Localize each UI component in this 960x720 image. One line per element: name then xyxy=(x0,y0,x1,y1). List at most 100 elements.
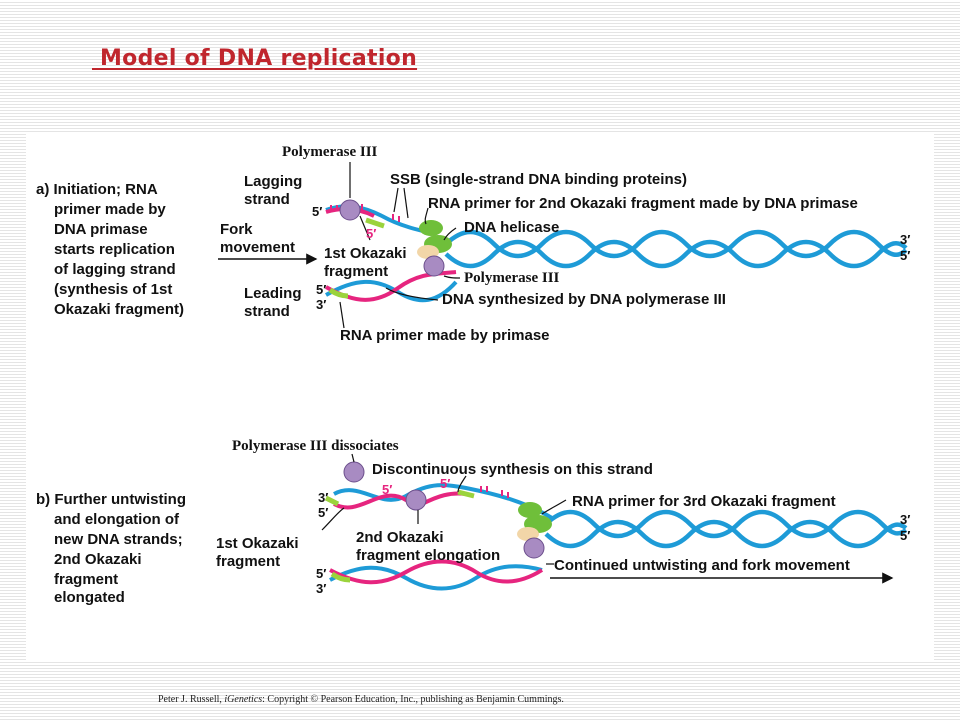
helix-strand-blue xyxy=(544,509,908,539)
leader-line xyxy=(443,275,461,279)
end-label: 5′ xyxy=(316,282,326,297)
label-ssb: SSB (single-strand DNA binding proteins) xyxy=(390,171,687,188)
polymerase-iii-icon xyxy=(343,461,365,483)
label-dna-synth: DNA synthesized by DNA polymerase III xyxy=(442,291,726,308)
label-rna-primer-2nd: RNA primer for 2nd Okazaki fragment made… xyxy=(428,195,858,212)
panel-a-caption: a) Initiation; RNA primer made by DNA pr… xyxy=(36,181,184,318)
leader-line xyxy=(385,287,439,301)
helicase-base-icon xyxy=(517,527,539,541)
fork-label: movement xyxy=(220,239,295,256)
end-label: 5′ xyxy=(318,505,328,520)
leader-line xyxy=(457,475,467,493)
panel-a-caption-line: (synthesis of 1st xyxy=(54,281,172,298)
lagging-template xyxy=(333,483,554,520)
label-rna-primer-primase: RNA primer made by primase xyxy=(340,327,550,344)
replication-diagram: a) Initiation; RNA primer made by DNA pr… xyxy=(36,144,910,606)
end-label: 3′ xyxy=(318,490,328,505)
label-okazaki-1st: 1st Okazaki xyxy=(216,535,299,552)
credit-author: Peter J. Russell, xyxy=(158,694,225,705)
end-label: 5′ xyxy=(382,482,392,497)
end-label: 5′ xyxy=(316,566,326,581)
leader-line xyxy=(351,453,355,463)
copyright-credit: Peter J. Russell, iGenetics: Copyright ©… xyxy=(158,694,564,705)
panel-b-caption-line: and elongation of xyxy=(54,511,180,528)
panel-b-caption-line: b) Further untwisting xyxy=(36,491,186,508)
rna-primer xyxy=(457,489,475,499)
label-lagging: Lagging xyxy=(244,173,302,190)
label-lagging: strand xyxy=(244,191,290,208)
panel-a-caption-line: of lagging strand xyxy=(54,261,176,278)
panel-b-labels: Polymerase III dissociates Discontinuous… xyxy=(216,438,850,574)
label-okazaki-1st: 1st Okazaki xyxy=(324,245,407,262)
end-label: 3′ xyxy=(900,512,910,527)
panel-b-caption-line: new DNA strands; xyxy=(54,531,183,548)
leading-new-strand xyxy=(329,559,544,585)
fork-label: Fork xyxy=(220,221,253,238)
credit-rest: : Copyright © Pearson Education, Inc., p… xyxy=(262,694,564,705)
panel-a-caption-line: Okazaki fragment) xyxy=(54,301,184,318)
label-okazaki-2nd: fragment elongation xyxy=(356,547,500,564)
leader-line xyxy=(321,507,345,531)
end-label: 3′ xyxy=(900,232,910,247)
end-label: 5′ xyxy=(900,248,910,263)
leader-line xyxy=(393,187,399,213)
leader-line xyxy=(541,499,567,515)
primase-icon xyxy=(419,220,443,236)
panel-b: b) Further untwisting and elongation of … xyxy=(36,438,910,606)
label-polymerase: Polymerase III xyxy=(464,270,560,286)
helicase-base-icon xyxy=(417,245,439,259)
panel-a-caption-line: DNA primase xyxy=(54,221,148,238)
end-label: 5′ xyxy=(366,226,376,241)
helix-strand-blue xyxy=(544,519,908,549)
ssb-proteins xyxy=(480,486,509,498)
polymerase-iii-icon xyxy=(339,199,361,221)
end-label: 5′ xyxy=(440,476,450,491)
helix-strand-blue xyxy=(444,229,908,259)
label-discontinuous: Discontinuous synthesis on this strand xyxy=(372,461,653,478)
label-continued: Continued untwisting and fork movement xyxy=(554,557,850,574)
leader-line xyxy=(424,207,429,225)
leader-line xyxy=(359,215,371,241)
credit-book: iGenetics xyxy=(224,694,263,705)
end-label: 5′ xyxy=(900,528,910,543)
page-title: Model of DNA replication xyxy=(92,46,418,71)
label-okazaki-1st: fragment xyxy=(216,553,280,570)
end-label: 3′ xyxy=(316,297,326,312)
panel-b-ends: 3′ 5′ 5′ 5′ 3′ 5′ 5′ 3′ xyxy=(316,476,910,596)
rna-primer xyxy=(324,495,340,507)
end-label: 3′ xyxy=(316,581,326,596)
helix-strand-blue xyxy=(444,239,908,269)
panel-a-labels: Polymerase III Lagging strand SSB (singl… xyxy=(244,144,858,344)
panel-a: a) Initiation; RNA primer made by DNA pr… xyxy=(36,144,910,344)
panel-a-caption-line: a) Initiation; RNA xyxy=(36,181,158,198)
leading-primer xyxy=(328,287,349,299)
label-okazaki-1st: fragment xyxy=(324,263,388,280)
panel-a-ends: 5′ 5′ 3′ 5′ 5′ 3′ xyxy=(312,204,910,312)
leader-line xyxy=(339,301,345,329)
label-okazaki-2nd: 2nd Okazaki xyxy=(356,529,444,546)
okazaki-fragment-1 xyxy=(333,493,415,510)
label-polymerase: Polymerase III xyxy=(282,144,378,160)
label-leading: Leading xyxy=(244,285,302,302)
panel-b-caption-line: elongated xyxy=(54,589,125,606)
leading-template xyxy=(325,279,458,303)
label-leading: strand xyxy=(244,303,290,320)
leading-template xyxy=(329,564,543,591)
panel-a-caption-line: starts replication xyxy=(54,241,175,258)
panel-b-caption-line: fragment xyxy=(54,571,118,588)
label-pol-dissociates: Polymerase III dissociates xyxy=(232,438,399,454)
label-helicase: DNA helicase xyxy=(464,219,559,236)
okazaki-fragment-2 xyxy=(421,491,467,506)
leading-primer xyxy=(330,571,351,583)
panel-a-caption-line: primer made by xyxy=(54,201,166,218)
leader-line xyxy=(443,227,457,241)
panel-b-caption: b) Further untwisting and elongation of … xyxy=(36,491,186,606)
primase-icon xyxy=(518,502,542,518)
figure-panel: a) Initiation; RNA primer made by DNA pr… xyxy=(26,132,934,662)
polymerase-iii-icon xyxy=(423,255,445,277)
rna-primer xyxy=(365,217,385,229)
end-label: 5′ xyxy=(312,204,322,219)
polymerase-iii-icon xyxy=(405,489,427,511)
panel-b-caption-line: 2nd Okazaki xyxy=(54,551,142,568)
label-rna-primer-3rd: RNA primer for 3rd Okazaki fragment xyxy=(572,493,836,510)
